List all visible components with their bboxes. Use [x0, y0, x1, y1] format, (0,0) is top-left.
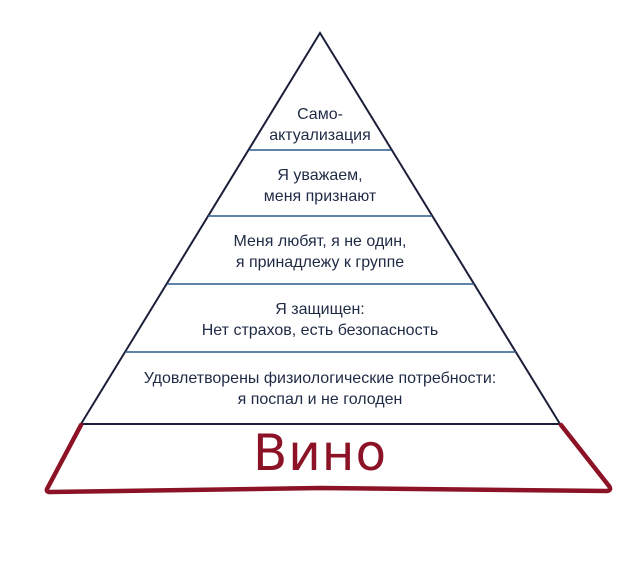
base-trapezoid	[44, 422, 613, 495]
level-physiological: Удовлетворены физиологические потребност…	[0, 368, 640, 410]
level-5-line-2: я поспал и не голоден	[237, 391, 403, 408]
level-2-line-2: меня признают	[263, 188, 377, 205]
level-3-line-2: я принадлежу к группе	[235, 254, 405, 271]
pyramid-outline	[79, 31, 562, 425]
level-safety: Я защищен: Нет страхов, есть безопасност…	[0, 299, 640, 341]
level-1-line-2: актуализация	[269, 127, 371, 144]
level-4-line-1: Я защищен:	[275, 301, 365, 318]
level-2-line-1: Я уважаем,	[277, 167, 363, 184]
level-4-line-2: Нет страхов, есть безопасность	[201, 322, 439, 339]
level-3-line-1: Меня любят, я не один,	[233, 233, 407, 250]
level-esteem: Я уважаем, меня признают	[0, 165, 640, 207]
level-belonging: Меня любят, я не один, я принадлежу к гр…	[0, 231, 640, 273]
level-5-line-1: Удовлетворены физиологические потребност…	[143, 370, 497, 387]
level-1-line-1: Само-	[297, 106, 343, 123]
base-label: Вино	[252, 424, 388, 482]
level-self-actualization: Само- актуализация	[0, 104, 640, 146]
